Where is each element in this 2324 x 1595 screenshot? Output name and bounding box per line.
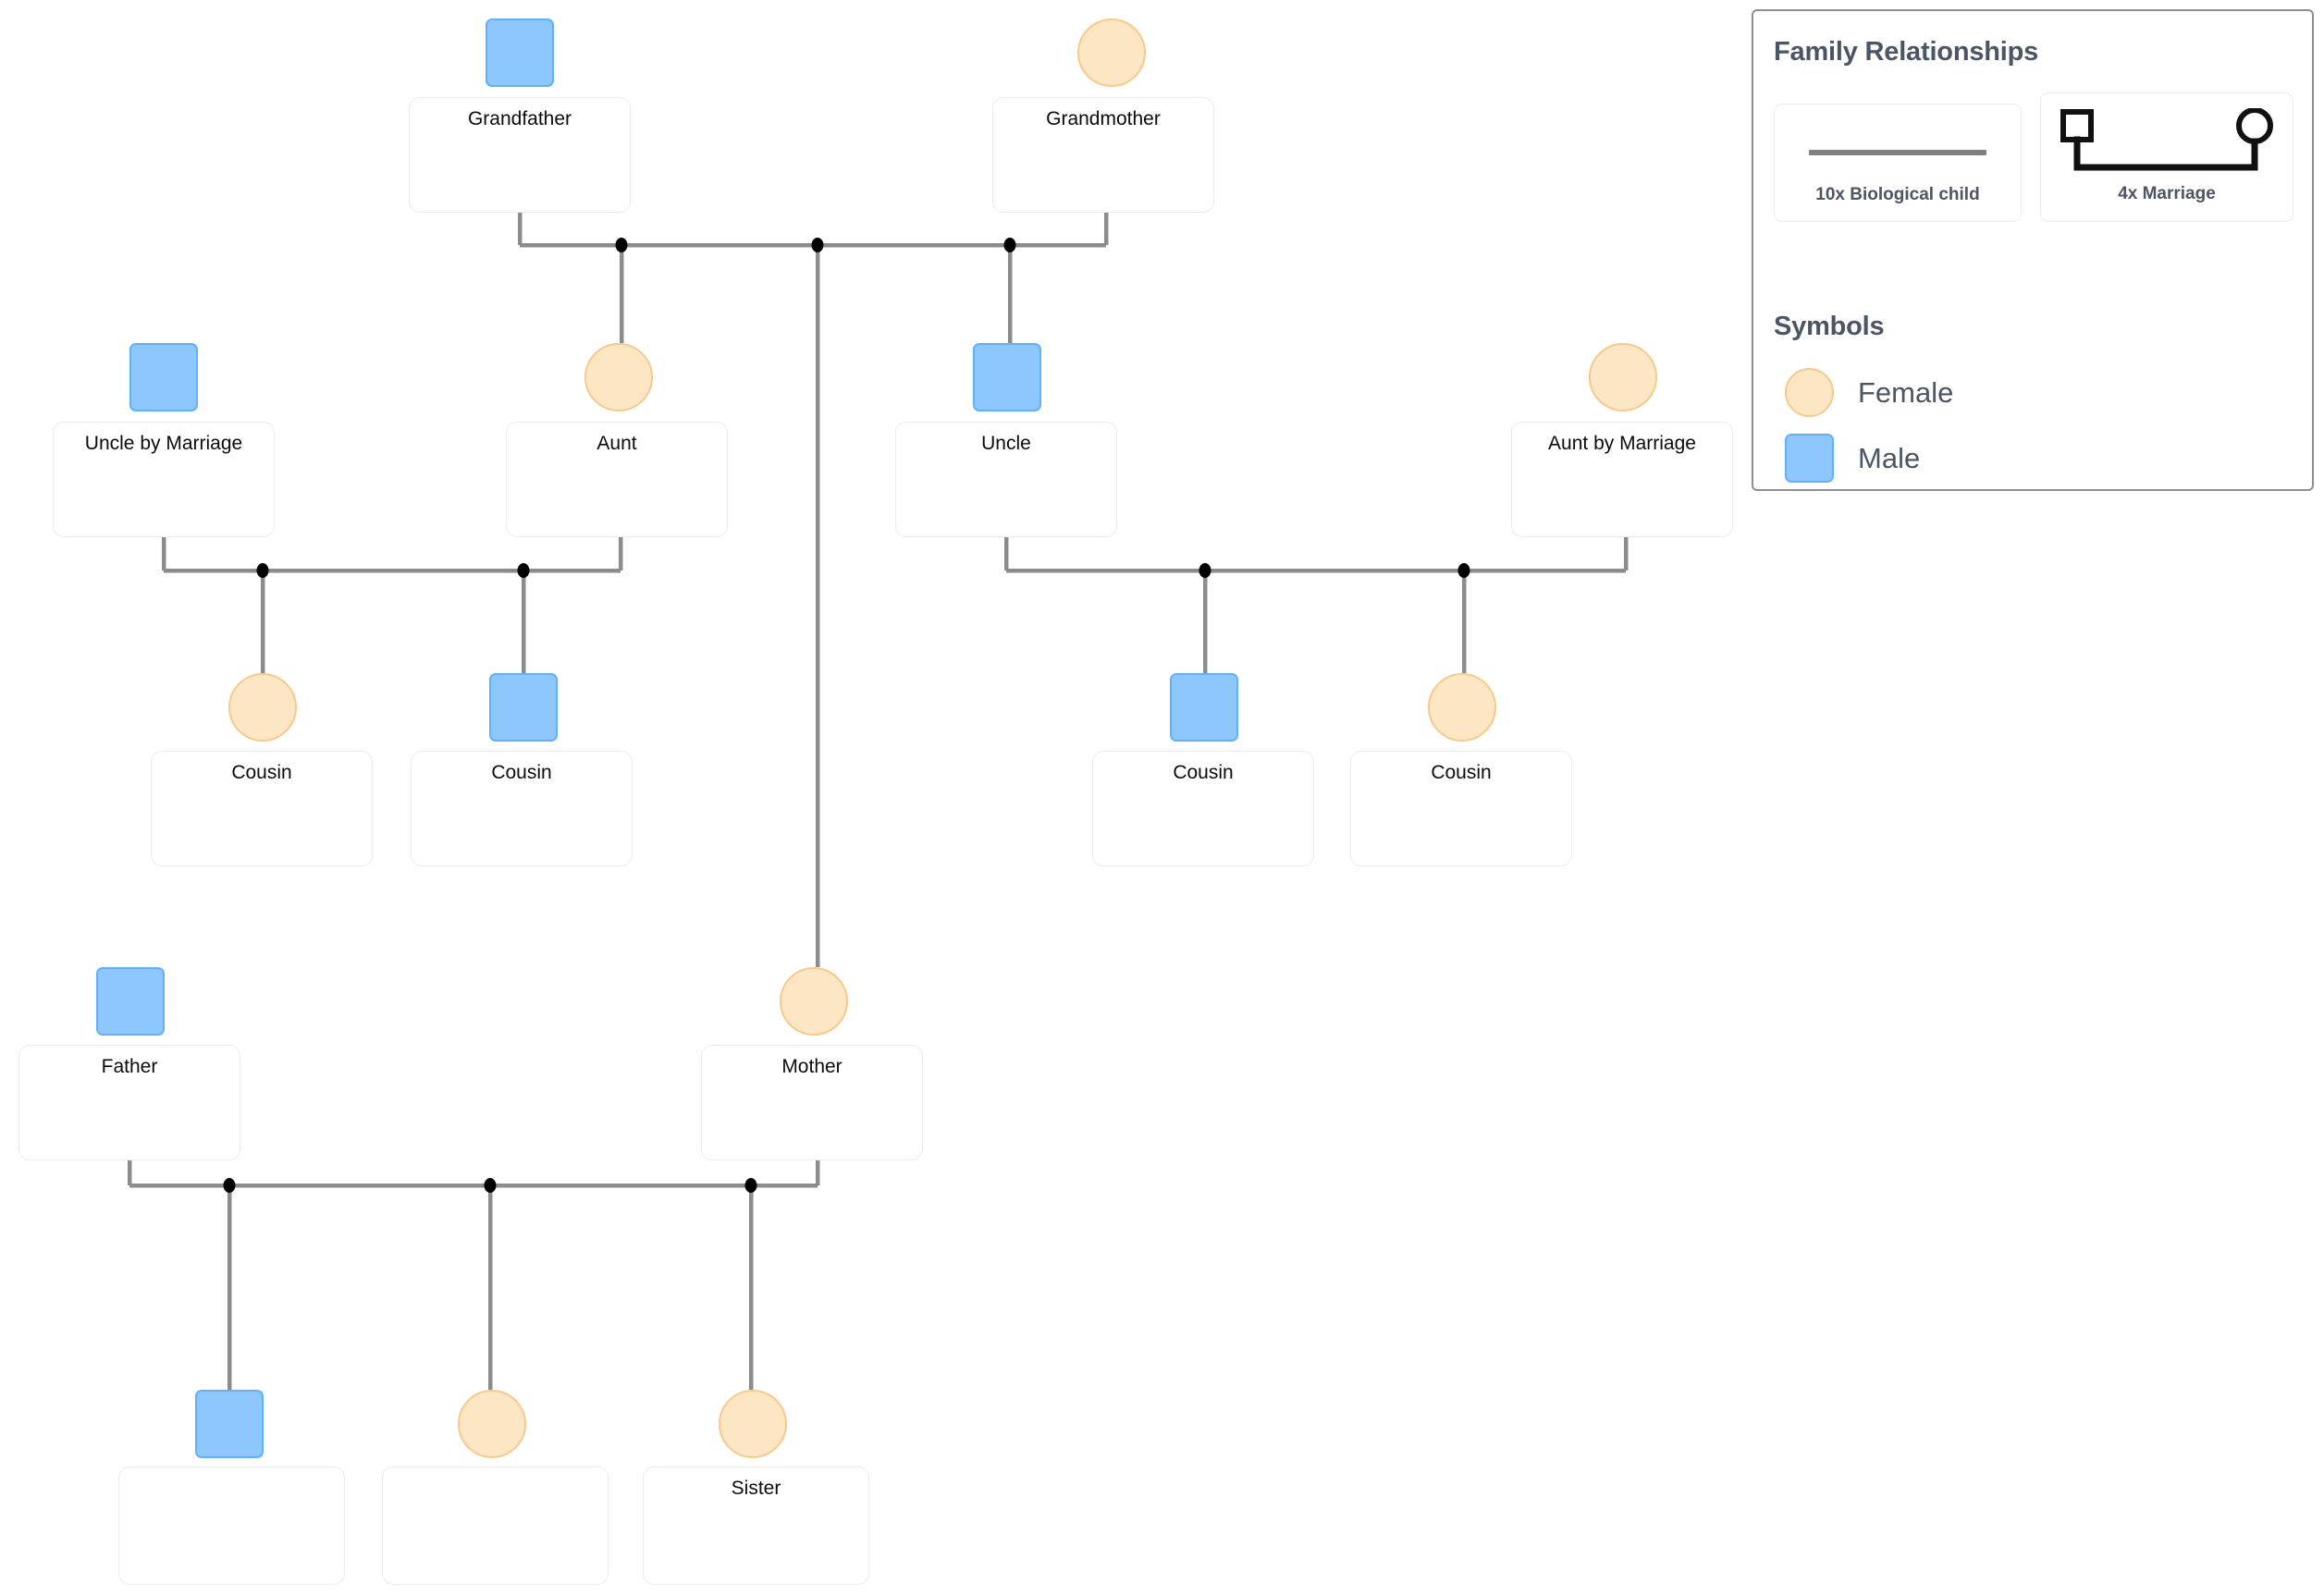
person-card-sibling-unnamed[interactable]: [382, 1466, 609, 1585]
child-node-dot-mother: [811, 238, 824, 252]
person-label-grandfather: Grandfather: [467, 108, 572, 129]
person-card-mother[interactable]: Mother: [701, 1045, 923, 1160]
person-label-cousin-4: Cousin: [1431, 762, 1492, 783]
male-square-icon-cousin-3[interactable]: [1170, 673, 1238, 742]
child-node-dot-cousin-2: [517, 563, 530, 578]
child-node-dot-sibling-unnamed: [484, 1178, 497, 1193]
legend-symbols-title: Symbols: [1774, 312, 1885, 341]
female-circle-icon-mother[interactable]: [780, 967, 848, 1036]
person-label-uncle-by-marriage: Uncle by Marriage: [84, 433, 243, 454]
male-square-icon-father[interactable]: [96, 967, 165, 1036]
legend-female-label: Female: [1858, 375, 1954, 409]
person-label-cousin-1: Cousin: [231, 762, 292, 783]
female-circle-icon-sibling-unnamed[interactable]: [458, 1390, 526, 1458]
child-node-dot-brother: [223, 1178, 236, 1193]
person-card-brother[interactable]: [118, 1466, 345, 1585]
child-node-dot-cousin-3: [1199, 563, 1211, 578]
female-circle-icon-grandmother[interactable]: [1077, 18, 1146, 87]
female-circle-icon-cousin-1[interactable]: [228, 673, 297, 742]
person-label-grandmother: Grandmother: [1046, 108, 1161, 129]
person-label-sister: Sister: [731, 1478, 781, 1499]
female-circle-icon-aunt-by-marriage[interactable]: [1589, 343, 1657, 411]
legend-symbol-female[interactable]: Female: [1785, 368, 1953, 417]
female-circle-icon: [1785, 368, 1834, 417]
person-card-cousin-4[interactable]: Cousin: [1350, 751, 1572, 866]
person-label-mother: Mother: [781, 1056, 842, 1077]
female-circle-icon-sister[interactable]: [719, 1390, 787, 1458]
person-card-uncle[interactable]: Uncle: [895, 422, 1117, 537]
person-label-uncle: Uncle: [981, 433, 1031, 454]
male-square-icon-uncle-by-marriage[interactable]: [129, 343, 198, 411]
female-circle-icon-aunt[interactable]: [584, 343, 653, 411]
child-node-dot-cousin-4: [1457, 563, 1470, 578]
male-square-icon-uncle[interactable]: [973, 343, 1041, 411]
person-card-aunt-by-marriage[interactable]: Aunt by Marriage: [1511, 422, 1733, 537]
marriage-bracket-icon: [2060, 108, 2273, 171]
person-card-cousin-3[interactable]: Cousin: [1092, 751, 1314, 866]
legend-panel: Family Relationships 10x Biological chil…: [1752, 9, 2314, 491]
male-square-icon-brother[interactable]: [195, 1390, 264, 1458]
legend-relationships-title: Family Relationships: [1774, 37, 2039, 67]
person-card-grandfather[interactable]: Grandfather: [409, 97, 631, 213]
person-card-grandmother[interactable]: Grandmother: [992, 97, 1214, 213]
person-label-aunt: Aunt: [596, 433, 637, 454]
child-node-dot-aunt: [615, 238, 628, 252]
person-label-cousin-3: Cousin: [1173, 762, 1234, 783]
person-card-cousin-2[interactable]: Cousin: [411, 751, 633, 866]
legend-male-label: Male: [1858, 441, 1921, 474]
female-circle-icon-cousin-4[interactable]: [1428, 673, 1496, 742]
person-card-aunt[interactable]: Aunt: [506, 422, 728, 537]
person-label-aunt-by-marriage: Aunt by Marriage: [1548, 433, 1696, 454]
person-card-cousin-1[interactable]: Cousin: [151, 751, 373, 866]
child-node-dot-cousin-1: [256, 563, 269, 578]
person-label-cousin-2: Cousin: [491, 762, 552, 783]
male-square-icon-grandfather[interactable]: [486, 18, 554, 87]
person-card-father[interactable]: Father: [18, 1045, 240, 1160]
person-card-uncle-by-marriage[interactable]: Uncle by Marriage: [53, 422, 275, 537]
person-label-father: Father: [101, 1056, 158, 1077]
child-node-dot-sister: [744, 1178, 757, 1193]
biological-child-line-icon: [1809, 150, 1986, 155]
child-node-dot-uncle: [1003, 238, 1016, 252]
male-square-icon-cousin-2[interactable]: [489, 673, 558, 742]
legend-item-marriage[interactable]: 4x Marriage: [2040, 92, 2293, 222]
legend-symbol-male[interactable]: Male: [1785, 434, 1920, 483]
legend-marriage-caption: 4x Marriage: [2118, 184, 2216, 203]
legend-biological-child-caption: 10x Biological child: [1815, 185, 1980, 204]
male-square-icon: [1785, 434, 1834, 483]
person-card-sister[interactable]: Sister: [643, 1466, 869, 1585]
legend-item-biological-child[interactable]: 10x Biological child: [1774, 104, 2022, 222]
